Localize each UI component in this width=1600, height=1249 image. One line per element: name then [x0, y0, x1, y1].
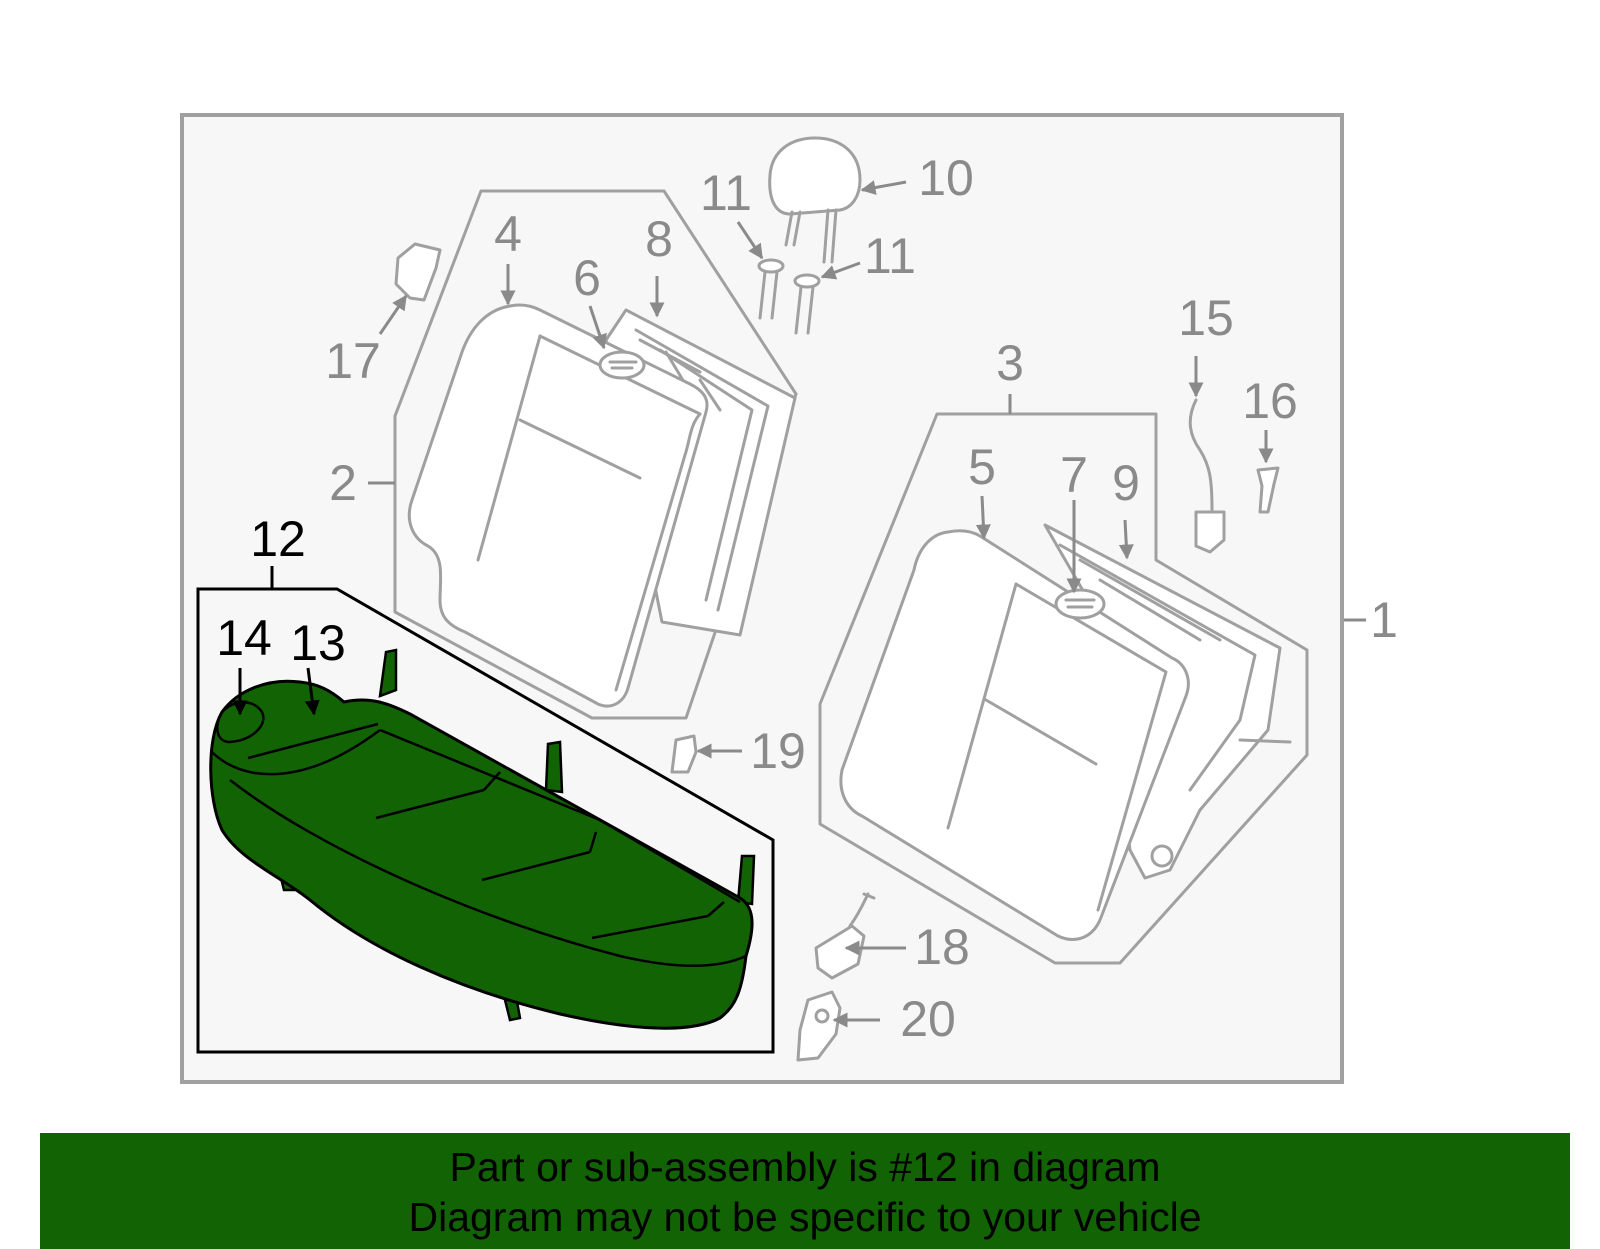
leader-11a	[736, 221, 764, 260]
leader-10	[860, 180, 907, 195]
callout-19: 19	[750, 723, 806, 779]
info-banner: Part or sub-assembly is #12 in diagram D…	[40, 1133, 1570, 1249]
part-18-sensor	[814, 924, 866, 980]
headrest	[768, 136, 862, 264]
callout-11-right: 11	[864, 228, 916, 284]
leader-9	[1118, 519, 1134, 560]
callout-1: 1	[1370, 592, 1398, 648]
callout-2: 2	[329, 455, 357, 511]
callout-6: 6	[573, 250, 601, 306]
callout-9: 9	[1112, 455, 1140, 511]
headrest-guide-right	[793, 273, 821, 335]
callout-8: 8	[645, 211, 673, 267]
callout-13: 13	[290, 615, 346, 671]
part-16-clip	[1256, 466, 1280, 514]
part-18-lead	[848, 892, 876, 928]
leader-5	[975, 495, 991, 540]
callout-5: 5	[968, 439, 996, 495]
part-17-bracket	[394, 242, 442, 302]
callout-3: 3	[996, 335, 1024, 391]
callout-17: 17	[325, 333, 381, 389]
seat-cushion-highlighted	[209, 648, 756, 1030]
part-20-cover	[796, 990, 842, 1062]
callout-14: 14	[216, 610, 272, 666]
part-15-wire	[1188, 398, 1214, 512]
callout-11-top: 11	[700, 165, 752, 221]
group-3-outline	[818, 412, 1309, 965]
callout-4: 4	[494, 206, 522, 262]
callout-10: 10	[918, 150, 974, 206]
part-20-hole	[814, 1008, 830, 1024]
group-12-outline	[196, 587, 775, 1054]
callout-7: 7	[1060, 447, 1088, 503]
seat-back-right	[839, 523, 1292, 941]
part-19-clip	[670, 734, 698, 774]
callout-20: 20	[900, 991, 956, 1047]
callout-18: 18	[914, 919, 970, 975]
banner-line-1: Part or sub-assembly is #12 in diagram	[449, 1144, 1161, 1190]
callout-16: 16	[1242, 373, 1298, 429]
leader-13	[304, 667, 320, 716]
leader-17	[378, 294, 408, 335]
leader-6	[588, 305, 607, 350]
group-2-outline	[393, 189, 798, 720]
callout-12: 12	[250, 511, 306, 567]
leader-11b	[820, 261, 861, 280]
headrest-guide-left	[757, 258, 785, 320]
seat-parts-diagram: 1 2 3 4 5 6 7 8 9 10 11 11 12 13 14 15 1…	[180, 113, 1398, 1084]
seat-back-left	[407, 303, 797, 708]
callout-15: 15	[1178, 290, 1234, 346]
part-15-connector	[1194, 510, 1226, 554]
banner-line-2: Diagram may not be specific to your vehi…	[408, 1194, 1202, 1240]
